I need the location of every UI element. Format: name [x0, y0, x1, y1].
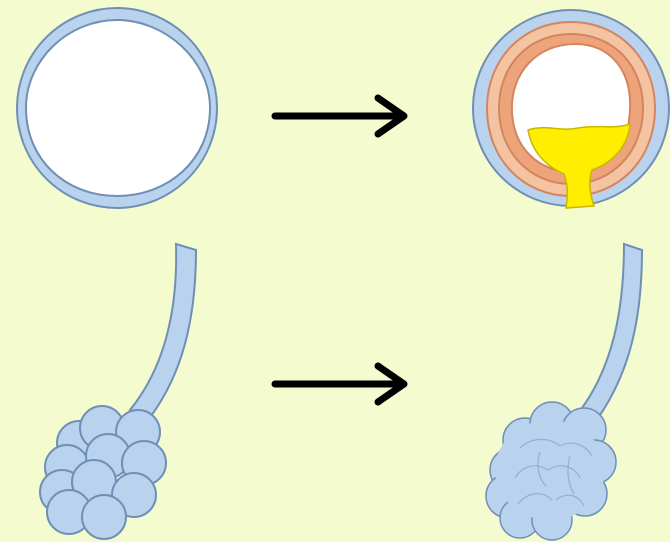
alveoli-cluster — [40, 406, 166, 539]
inflamed-airway-cross-section — [473, 10, 669, 208]
damaged-bronchiole-with-alveoli — [486, 244, 642, 540]
top-arrow — [275, 98, 404, 134]
normal-airway-cross-section — [17, 8, 217, 208]
bronchiole-tube — [130, 244, 196, 420]
bronchiole-tube — [582, 244, 642, 418]
merged-air-space — [495, 420, 605, 520]
bottom-arrow — [275, 366, 404, 402]
alveolus — [82, 495, 126, 539]
normal-bronchiole-with-alveoli — [40, 244, 196, 539]
airway-lumen — [26, 20, 210, 196]
damaged-alveoli-cluster — [486, 402, 616, 540]
